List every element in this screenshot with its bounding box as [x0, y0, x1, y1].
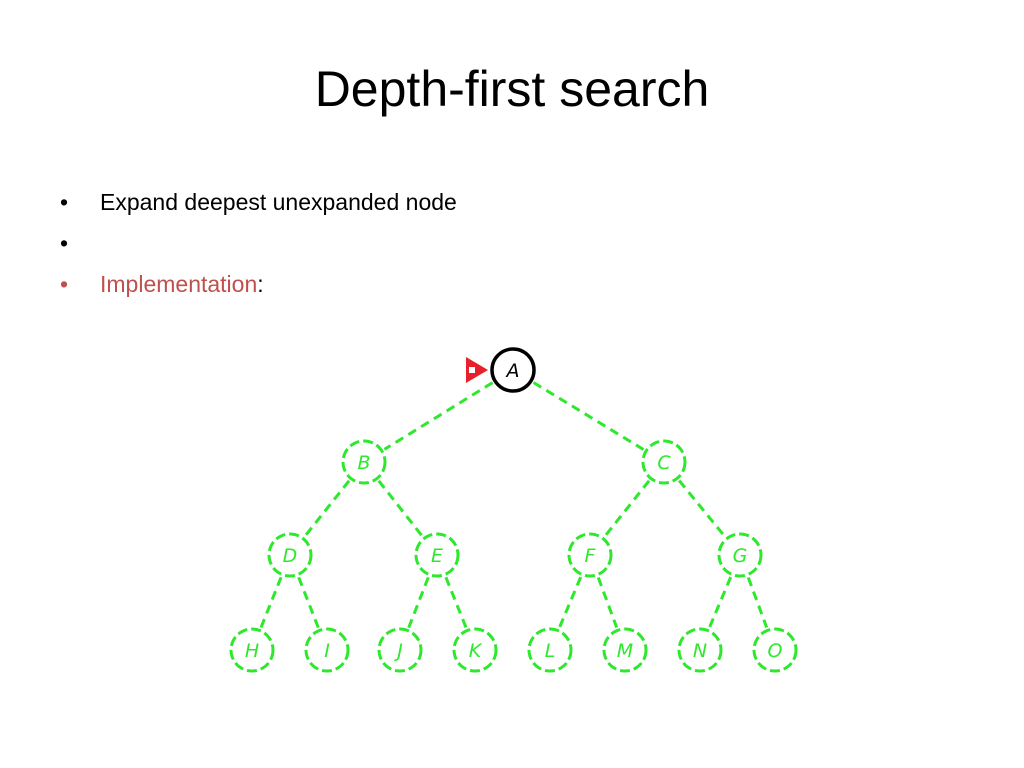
tree-node-j: [377, 627, 423, 673]
tree-edge-c-f: [603, 479, 651, 538]
bullet-dot-icon: •: [60, 230, 69, 256]
tree-node-label-f: F: [585, 545, 597, 567]
tree-edge-d-h: [259, 576, 283, 629]
tree-edge-b-e: [377, 479, 424, 538]
tree-node-label-k: K: [469, 640, 483, 662]
tree-node-label-o: O: [768, 640, 783, 662]
tree-node-label-j: J: [393, 640, 403, 662]
slide-title: Depth-first search: [314, 61, 710, 117]
tree-node-b: [341, 439, 387, 485]
bullet-text: Expand deepest unexpanded node: [100, 189, 457, 215]
tree-node-label-g: G: [733, 545, 748, 567]
tree-node-label-d: D: [283, 545, 298, 567]
tree-node-g: [717, 532, 763, 578]
tree-node-i: [304, 627, 350, 673]
tree-node-k: [452, 627, 498, 673]
tree-node-label-a: A: [505, 360, 520, 382]
tree-node-label-e: E: [431, 545, 443, 567]
tree-node-label-i: I: [324, 640, 330, 662]
tree-edge-a-c: [532, 381, 645, 451]
current-node-pointer-icon: [466, 357, 488, 383]
tree-node-l: [527, 627, 573, 673]
bullet-text: Implementation:: [100, 271, 264, 297]
tree-node-label-c: C: [657, 452, 671, 474]
tree-edge-f-l: [557, 576, 583, 629]
tree-node-label-m: M: [617, 640, 633, 662]
tree-node-label-b: B: [357, 452, 370, 474]
tree-node-o: [752, 627, 798, 673]
tree-edge-a-b: [383, 381, 494, 451]
pointer-notch: [469, 367, 475, 373]
tree-edge-b-d: [303, 479, 351, 538]
tree-node-label-n: N: [693, 640, 707, 662]
tree-node-label-l: L: [545, 640, 556, 662]
tree-node-a: [490, 347, 536, 393]
tree-edge-g-n: [707, 576, 733, 629]
tree-node-h: [229, 627, 275, 673]
tree-edge-g-o: [746, 577, 769, 628]
tree-edge-c-g: [678, 479, 726, 538]
tree-node-d: [267, 532, 313, 578]
tree-node-m: [602, 627, 648, 673]
tree-edge-e-k: [444, 576, 468, 629]
tree-edge-e-j: [407, 576, 430, 629]
tree-node-n: [677, 627, 723, 673]
tree-node-c: [641, 439, 687, 485]
tree-node-e: [414, 532, 460, 578]
bullet-dot-icon: •: [60, 189, 69, 215]
tree-node-label-h: H: [245, 640, 259, 662]
tree-edge-d-i: [297, 576, 320, 629]
tree-edge-f-m: [596, 577, 619, 628]
bullet-dot-icon: •: [60, 271, 69, 297]
implementation-link[interactable]: Implementation: [100, 271, 258, 297]
tree-node-f: [567, 532, 613, 578]
